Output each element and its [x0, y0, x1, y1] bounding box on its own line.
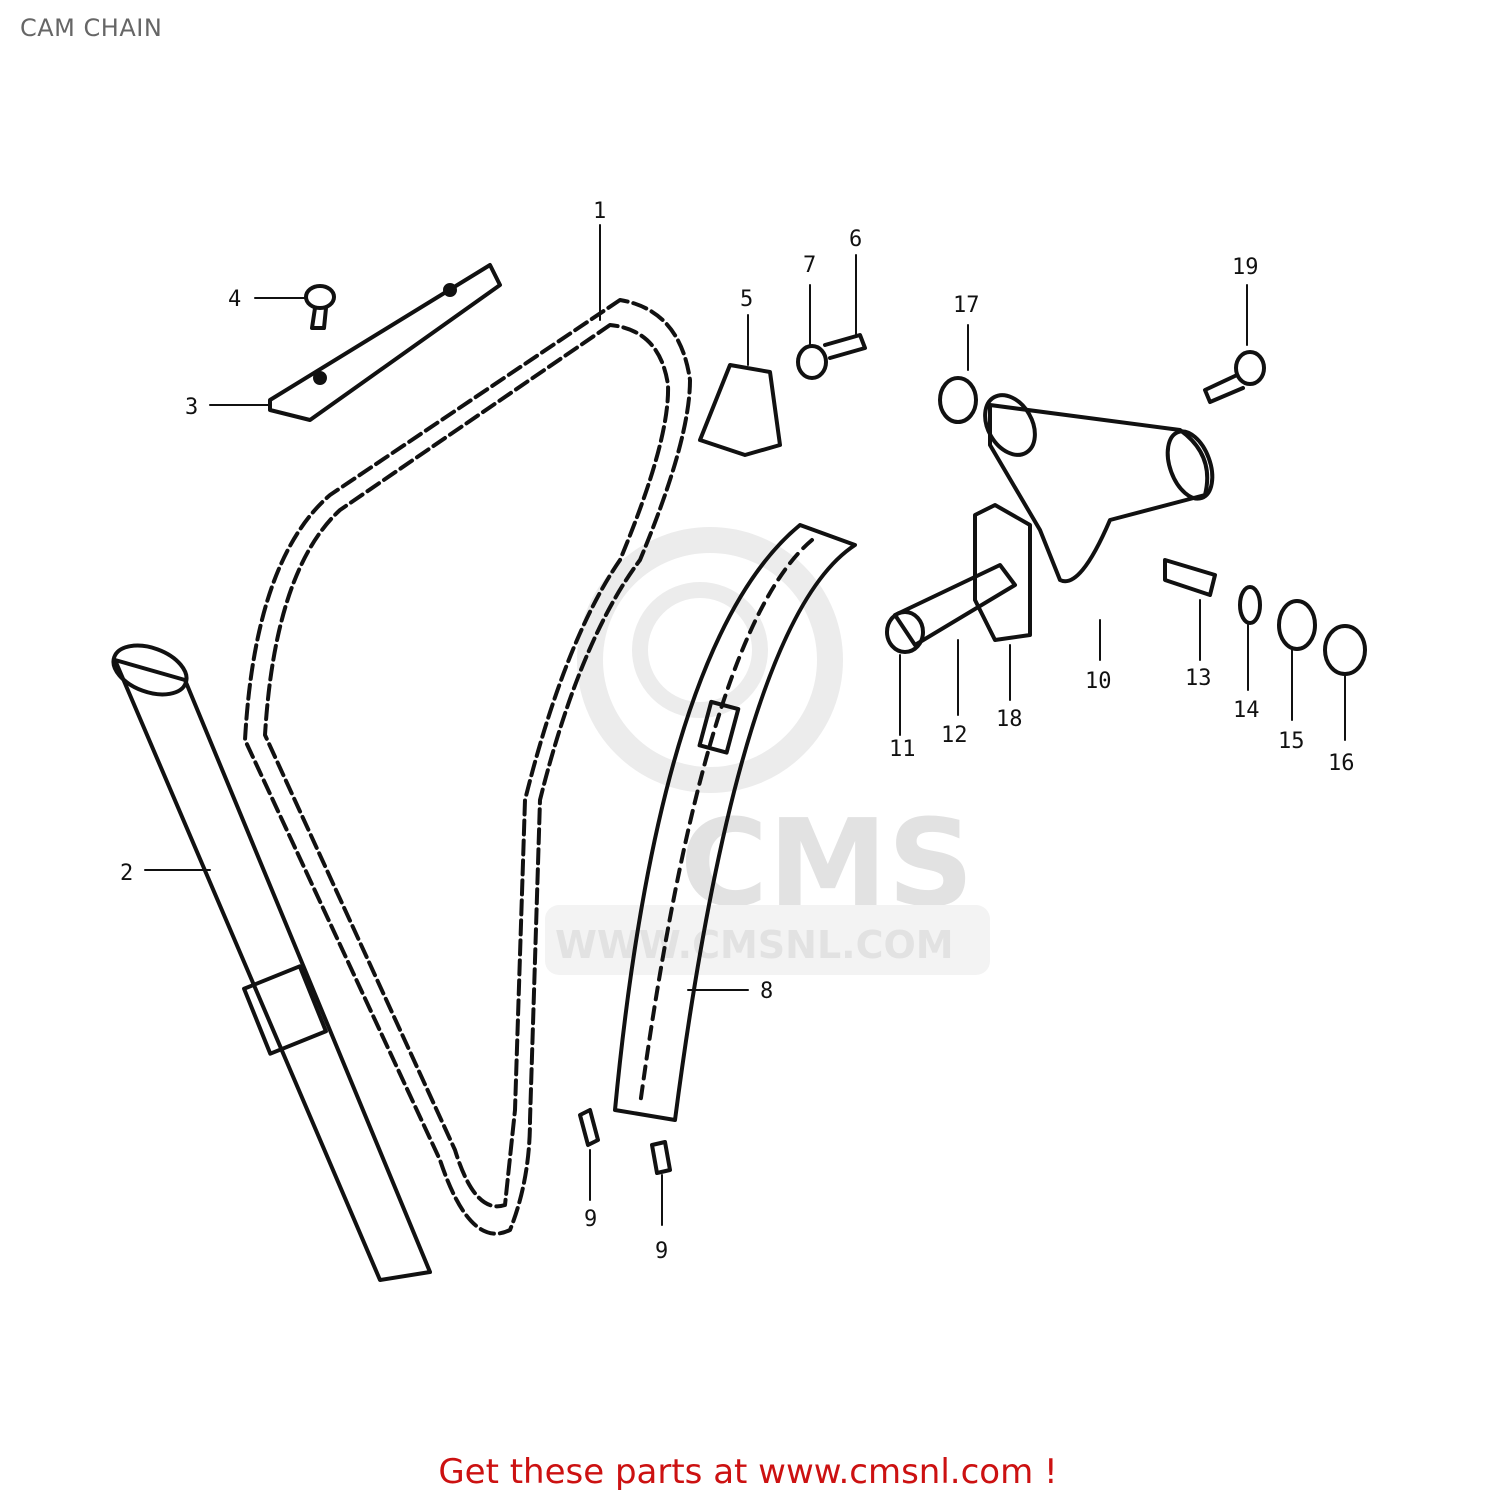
callout-labels: 1 2 3 4 5 6 7 8 9 10 11 12 13 14 15 16 1… [120, 199, 1355, 1264]
nut [1323, 624, 1367, 676]
top-chain-guide [268, 263, 502, 422]
chain-guide [111, 643, 432, 1282]
tensioner-body [973, 393, 1215, 642]
watermark-url: WWW.CMSNL.COM [555, 923, 954, 967]
callout-19: 19 [1232, 255, 1259, 280]
callout-17: 17 [953, 293, 980, 318]
get-parts-link[interactable]: Get these parts at www.cmsnl.com ! [438, 1452, 1058, 1492]
callout-12: 12 [941, 723, 968, 748]
callout-13: 13 [1185, 666, 1212, 691]
callout-3: 3 [185, 395, 198, 420]
washer-17 [938, 376, 978, 424]
o-ring [1238, 585, 1262, 625]
tensioner-pin [1163, 558, 1217, 597]
callout-18: 18 [996, 707, 1023, 732]
leader-lines [144, 224, 1346, 1226]
damper-block [698, 363, 782, 457]
washer [1277, 599, 1317, 651]
callout-11: 11 [889, 737, 916, 762]
callout-16: 16 [1328, 751, 1355, 776]
callout-9: 9 [584, 1207, 597, 1232]
bolt-and-washer [796, 333, 867, 380]
bolt-part-19 [1203, 350, 1266, 404]
callout-2: 2 [120, 861, 133, 886]
callout-8: 8 [760, 979, 773, 1004]
callout-1: 1 [593, 199, 606, 224]
push-rod [885, 563, 1017, 654]
callout-6: 6 [849, 227, 862, 252]
callout-10: 10 [1085, 669, 1112, 694]
bolt-part-4 [304, 284, 336, 330]
cmsnl-watermark: CMS WWW.CMSNL.COM [545, 527, 990, 975]
callout-7: 7 [803, 253, 816, 278]
pin-left [578, 1108, 600, 1147]
callout-5: 5 [740, 287, 753, 312]
tensioner-guide [613, 523, 857, 1122]
pin-right [650, 1140, 672, 1175]
callout-9-duplicate: 9 [655, 1239, 668, 1264]
page-title: CAM CHAIN [20, 14, 163, 42]
callout-14: 14 [1233, 698, 1260, 723]
callout-6-duplicate: 6 [848, 227, 861, 252]
cam-chain [243, 298, 692, 1236]
callout-4: 4 [228, 287, 241, 312]
callout-15: 15 [1278, 729, 1305, 754]
